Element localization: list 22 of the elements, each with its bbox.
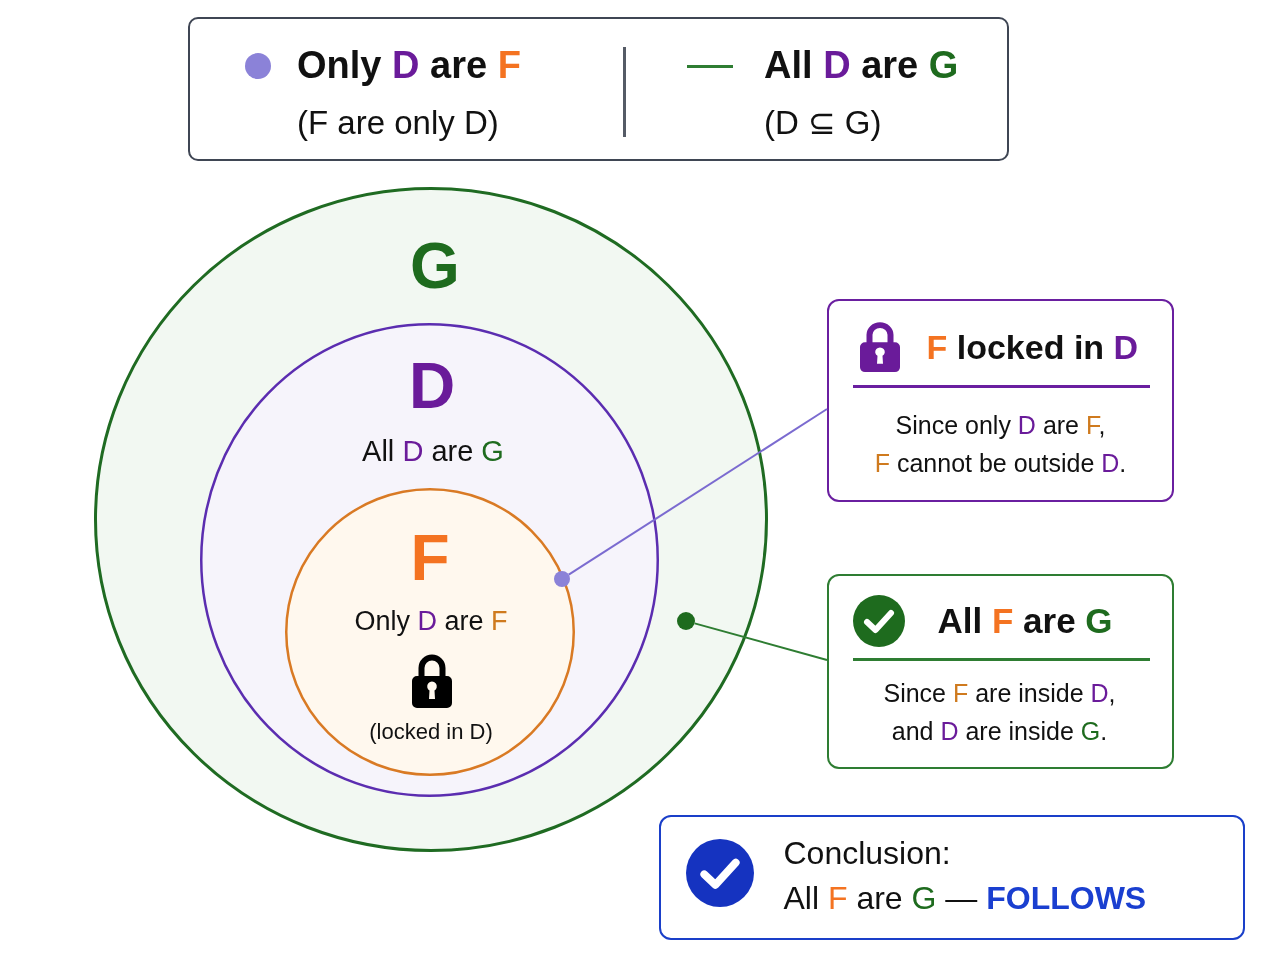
- set-circle: [285, 488, 575, 776]
- card-text: Since F are inside D, and D are inside G.: [883, 677, 1116, 747]
- legend-text: All D are G (D ⊆ G): [764, 43, 959, 143]
- set-statement: All D are G: [362, 433, 504, 469]
- set-circle: [94, 187, 768, 852]
- set-statement: Only D are F: [354, 604, 508, 638]
- legend-text: Only D are F (F are only D): [297, 43, 521, 143]
- set-letter: G: [410, 228, 460, 304]
- set-letter: D: [408, 348, 456, 424]
- card-title: All F are G: [937, 599, 1113, 642]
- note-card: [827, 574, 1174, 769]
- card-text: Since only D are F, F cannot be outside D.: [874, 409, 1127, 479]
- set-circle: [200, 323, 659, 797]
- conclusion-text: All F are G — FOLLOWS: [783, 878, 1147, 917]
- note-card: [827, 299, 1174, 502]
- set-note: (locked in D): [369, 718, 493, 746]
- leader-line: [693, 622, 828, 661]
- leader-line: [567, 408, 828, 576]
- card-title: F locked in D: [926, 326, 1139, 367]
- set-letter: F: [410, 520, 450, 596]
- conclusion-heading: Conclusion:: [783, 833, 951, 872]
- conclusion-card: [659, 815, 1245, 940]
